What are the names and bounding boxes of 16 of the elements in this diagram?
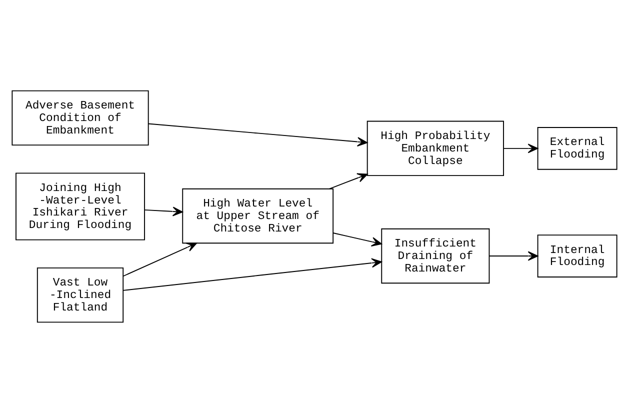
- node-box: Insufficient Draining of Rainwater: [381, 228, 490, 284]
- arrow: [122, 242, 198, 276]
- node-box: Joining High -Water-Level Ishikari River During Flooding: [16, 172, 145, 240]
- arrow: [332, 232, 382, 246]
- arrow: [148, 122, 368, 146]
- node-box: Internal Flooding: [537, 234, 618, 277]
- node-box: External Flooding: [537, 126, 618, 170]
- node-box: Adverse Basement Condition of Embankment: [12, 90, 149, 146]
- node-box: High Probability Embankment Collapse: [366, 120, 504, 176]
- node-box: Vast Low -Inclined Flatland: [36, 266, 124, 322]
- node-box: High Water Level at Upper Stream of Chitose River: [182, 188, 334, 244]
- arrow: [122, 258, 382, 290]
- arrow: [329, 172, 368, 189]
- arrow: [488, 250, 538, 260]
- arrow: [144, 206, 183, 216]
- arrow: [503, 143, 538, 153]
